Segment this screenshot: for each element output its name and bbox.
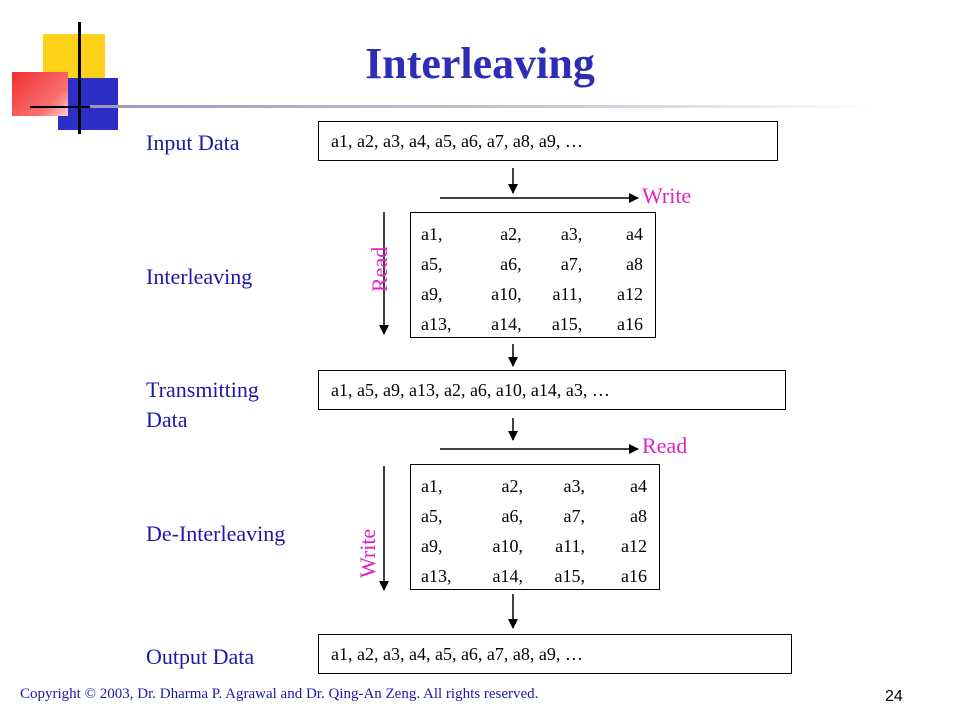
matrix-cell: a4: [630, 475, 647, 496]
transmitting-sequence-box: a1, a5, a9, a13, a2, a6, a10, a14, a3, …: [318, 370, 786, 410]
matrix-cell: a6,: [501, 505, 524, 526]
matrix-cell: a8: [630, 505, 647, 526]
label-transmitting-line2: Data: [146, 407, 188, 432]
page-number: 24: [885, 688, 903, 705]
matrix-row: a1, a2, a3, a4: [421, 471, 647, 501]
matrix-cell: a1,: [421, 475, 443, 496]
matrix-row: a13, a14, a15, a16: [421, 309, 643, 339]
output-sequence-box: a1, a2, a3, a4, a5, a6, a7, a8, a9, …: [318, 634, 792, 674]
matrix-row: a9, a10, a11, a12: [421, 279, 643, 309]
matrix-row: a5, a6, a7, a8: [421, 249, 643, 279]
output-sequence-text: a1, a2, a3, a4, a5, a6, a7, a8, a9, …: [331, 643, 583, 664]
matrix-cell: a12: [616, 283, 643, 304]
matrix-cell: a13,: [421, 565, 452, 586]
matrix-cell: a2,: [501, 475, 524, 496]
deco-blue-square: [58, 78, 118, 130]
matrix-cell: a9,: [421, 535, 443, 556]
matrix-cell: a11,: [555, 535, 585, 556]
deco-horizontal-line: [30, 106, 130, 108]
matrix-cell: a16: [616, 313, 643, 334]
matrix-cell: a11,: [552, 283, 583, 304]
slide-title: Interleaving: [365, 39, 595, 88]
input-sequence-text: a1, a2, a3, a4, a5, a6, a7, a8, a9, …: [331, 130, 583, 151]
matrix-cell: a16: [621, 565, 647, 586]
matrix-cell: a7,: [563, 505, 586, 526]
matrix-cell: a10,: [492, 535, 524, 556]
deco-vertical-line: [78, 22, 81, 134]
label-transmitting: Transmitting Data: [146, 375, 259, 435]
label-de-interleaving: De-Interleaving: [146, 521, 286, 546]
matrix-cell: a7,: [560, 253, 583, 274]
matrix-row: a5, a6, a7, a8: [421, 501, 647, 531]
deco-red-square: [12, 72, 68, 116]
matrix-cell: a5,: [421, 505, 443, 526]
matrix-row: a1, a2, a3, a4: [421, 219, 643, 249]
input-sequence-box: a1, a2, a3, a4, a5, a6, a7, a8, a9, …: [318, 121, 778, 161]
matrix-cell: a9,: [421, 283, 443, 304]
matrix-row: a13, a14, a15, a16: [421, 561, 647, 591]
matrix-row: a9, a10, a11, a12: [421, 531, 647, 561]
transmitting-sequence-text: a1, a5, a9, a13, a2, a6, a10, a14, a3, …: [331, 379, 610, 400]
matrix-cell: a14,: [492, 565, 524, 586]
matrix-cell: a4: [625, 223, 643, 244]
label-input-data: Input Data: [146, 130, 240, 155]
matrix-cell: a5,: [421, 253, 443, 274]
matrix-cell: a6,: [500, 253, 522, 274]
label-output-data: Output Data: [146, 644, 255, 669]
matrix-cell: a15,: [551, 313, 583, 334]
title-underline: [90, 105, 870, 108]
matrix-cell: a13,: [421, 313, 452, 334]
annotation-bottom-write: Write: [355, 528, 380, 578]
matrix-cell: a3,: [563, 475, 586, 496]
matrix-cell: a15,: [554, 565, 586, 586]
label-transmitting-line1: Transmitting: [146, 377, 259, 402]
matrix-cell: a12: [621, 535, 647, 556]
label-interleaving: Interleaving: [146, 264, 253, 289]
matrix-cell: a1,: [421, 223, 443, 244]
matrix-cell: a8: [625, 253, 643, 274]
matrix-cell: a14,: [491, 313, 522, 334]
annotation-top-read: Read: [367, 246, 392, 292]
matrix-cell: a10,: [491, 283, 522, 304]
copyright-footer: Copyright © 2003, Dr. Dharma P. Agrawal …: [20, 686, 539, 702]
corner-decoration: [0, 0, 140, 140]
annotation-bottom-read: Read: [642, 433, 688, 458]
interleave-matrix: a1, a2, a3, a4 a5, a6, a7, a8 a9, a10, a11, a12 a…: [410, 212, 656, 338]
annotation-top-write: Write: [642, 183, 692, 208]
deinterleave-matrix: a1, a2, a3, a4 a5, a6, a7, a8 a9, a10, a11, a12 a…: [410, 464, 660, 590]
matrix-cell: a3,: [560, 223, 583, 244]
matrix-cell: a2,: [500, 223, 522, 244]
